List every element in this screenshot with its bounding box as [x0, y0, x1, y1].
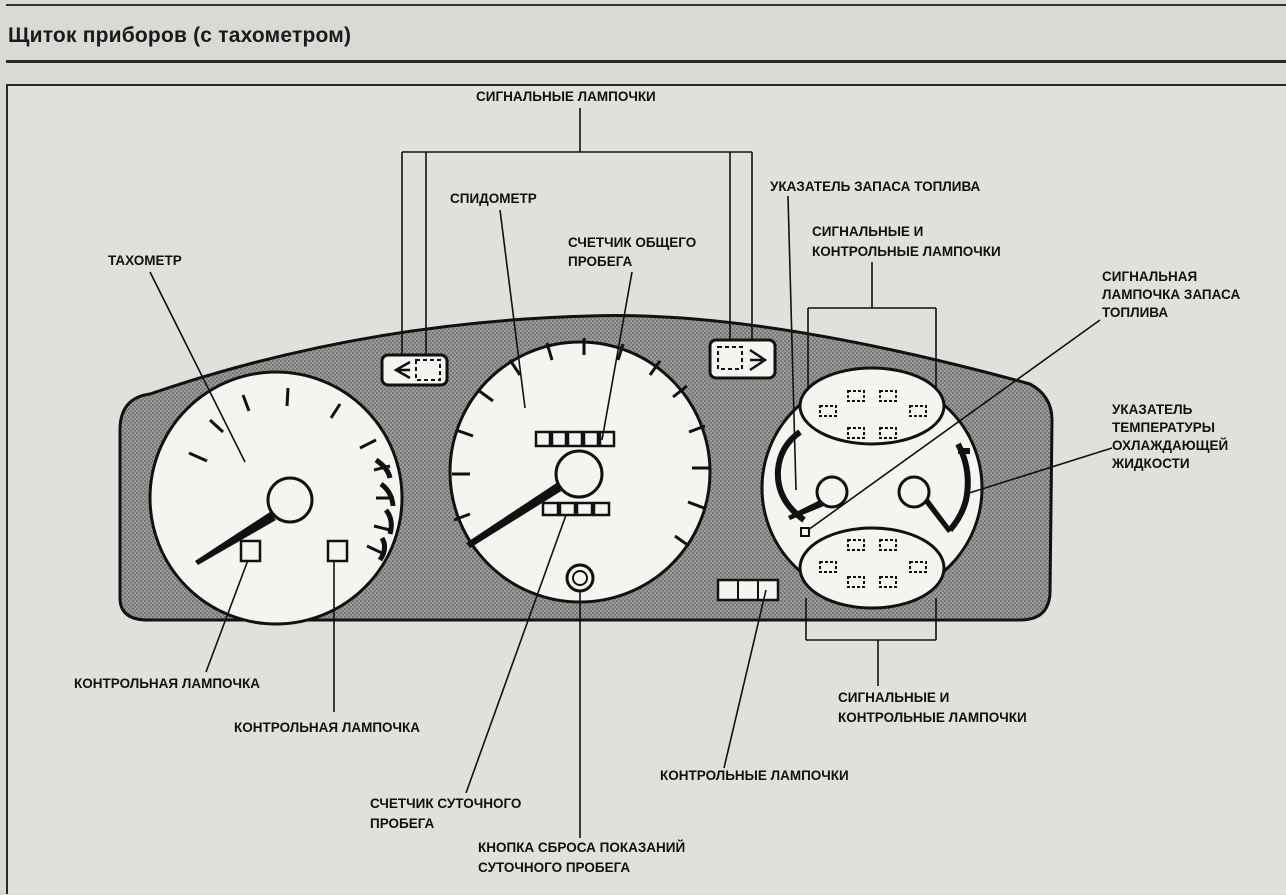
tachometer-dial [148, 370, 404, 626]
combination-gauge [760, 366, 984, 610]
label-temp-line3: ОХЛАЖДАЮЩЕЙ [1112, 438, 1228, 453]
label-fuel-lamp-line3: ТОПЛИВА [1102, 305, 1168, 320]
label-reset-button-line2: СУТОЧНОГО ПРОБЕГА [478, 860, 630, 875]
label-control-lamps: КОНТРОЛЬНЫЕ ЛАМПОЧКИ [660, 768, 849, 783]
label-odometer-line2: ПРОБЕГА [568, 254, 633, 269]
leader-lines [149, 108, 1113, 838]
control-lamps-block [716, 578, 780, 602]
label-trip-meter-line1: СЧЕТЧИК СУТОЧНОГО [370, 796, 521, 811]
label-warn-ctrl-top-line1: СИГНАЛЬНЫЕ И [812, 224, 923, 239]
label-trip-meter-line2: ПРОБЕГА [370, 816, 435, 831]
label-fuel-lamp-line2: ЛАМПОЧКА ЗАПАСА [1102, 287, 1240, 302]
turn-signal-left-indicator [380, 353, 449, 387]
turn-signal-right-indicator [708, 338, 777, 380]
label-warn-ctrl-bottom-line1: СИГНАЛЬНЫЕ И [838, 690, 949, 705]
label-warn-ctrl-bottom-line2: КОНТРОЛЬНЫЕ ЛАМПОЧКИ [838, 710, 1027, 725]
label-fuel-lamp-line1: СИГНАЛЬНАЯ [1102, 269, 1197, 284]
label-warn-ctrl-top-line2: КОНТРОЛЬНЫЕ ЛАМПОЧКИ [812, 244, 1001, 259]
label-fuel-gauge: УКАЗАТЕЛЬ ЗАПАСА ТОПЛИВА [770, 179, 981, 194]
trip-meter-display [541, 501, 611, 517]
label-reset-button-line1: КНОПКА СБРОСА ПОКАЗАНИЙ [478, 840, 685, 855]
top-rule [6, 4, 1286, 6]
label-warning-lamps-top: СИГНАЛЬНЫЕ ЛАМПОЧКИ [476, 89, 656, 104]
trip-reset-button [565, 563, 595, 593]
odometer-display [534, 430, 616, 448]
label-control-lamp-1: КОНТРОЛЬНАЯ ЛАМПОЧКА [74, 676, 260, 691]
title-rule [6, 60, 1286, 63]
speedometer-dial [448, 338, 712, 604]
label-temp-line1: УКАЗАТЕЛЬ [1112, 402, 1193, 417]
label-temp-line4: ЖИДКОСТИ [1111, 456, 1190, 471]
label-tachometer: ТАХОМЕТР [108, 253, 182, 268]
label-odometer-line1: СЧЕТЧИК ОБЩЕГО [568, 235, 696, 250]
page-title: Щиток приборов (с тахометром) [8, 24, 352, 47]
label-temp-line2: ТЕМПЕРАТУРЫ [1112, 420, 1215, 435]
label-speedometer: СПИДОМЕТР [450, 191, 537, 206]
label-control-lamp-2: КОНТРОЛЬНАЯ ЛАМПОЧКА [234, 720, 420, 735]
